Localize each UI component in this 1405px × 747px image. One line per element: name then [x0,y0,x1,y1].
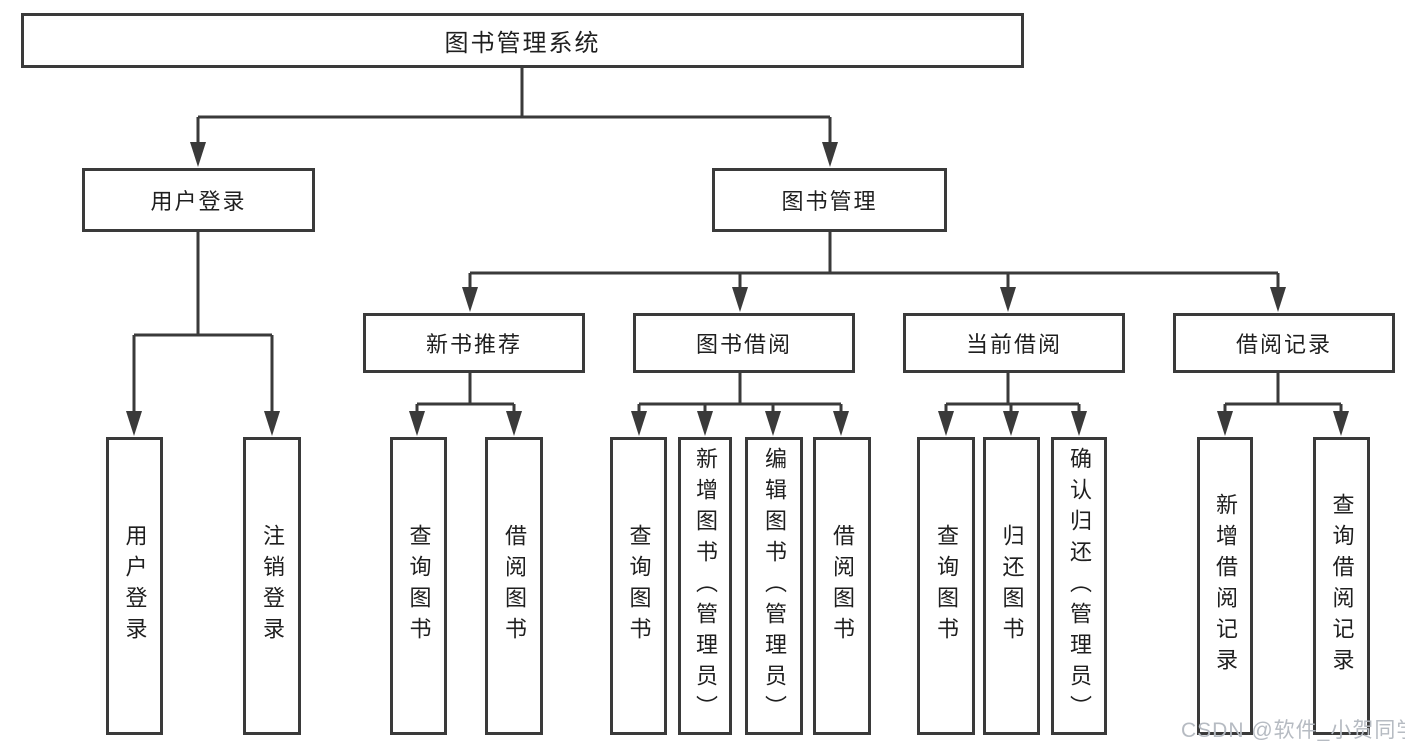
leaf-query-book-3: 查询图书 [917,437,975,735]
leaf-borrow-book-1: 借阅图书 [485,437,543,735]
leaf-return-book: 归还图书 [983,437,1040,735]
node-user-login: 用户登录 [82,168,315,232]
leaf-logout: 注销登录 [243,437,301,735]
leaf-edit-book-admin: 编辑图书（管理员） [745,437,803,735]
leaf-user-login: 用户登录 [106,437,163,735]
leaf-borrow-book-2: 借阅图书 [813,437,871,735]
leaf-query-borrow-record: 查询借阅记录 [1313,437,1370,735]
leaf-query-book-2: 查询图书 [610,437,667,735]
node-borrow-records: 借阅记录 [1173,313,1395,373]
leaf-query-book-1: 查询图书 [390,437,447,735]
node-current-borrow: 当前借阅 [903,313,1125,373]
node-book-borrow: 图书借阅 [633,313,855,373]
node-new-book-recommend: 新书推荐 [363,313,585,373]
node-book-management: 图书管理 [712,168,947,232]
arrowheads [126,142,1349,436]
leaf-confirm-return-admin: 确认归还（管理员） [1051,437,1107,735]
csdn-watermark: CSDN @软件_小贺同学 [1181,719,1405,742]
node-root: 图书管理系统 [21,13,1024,68]
leaf-add-borrow-record: 新增借阅记录 [1197,437,1253,735]
leaf-add-book-admin: 新增图书（管理员） [678,437,732,735]
